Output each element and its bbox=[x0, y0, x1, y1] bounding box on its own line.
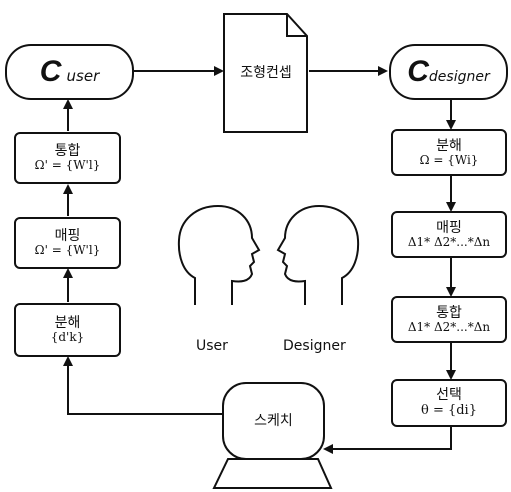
sketch-monitor: 스케치 bbox=[222, 382, 325, 460]
user-caption: User bbox=[196, 338, 228, 354]
user-step-formula: {d'k} bbox=[51, 331, 85, 345]
c-designer-subscript: designer bbox=[429, 69, 490, 85]
designer-head-profile bbox=[278, 206, 358, 305]
designer-step-title: 통합 bbox=[436, 305, 462, 321]
user-step-formula: Ω' = {W'l} bbox=[35, 244, 101, 258]
c-designer-node: Cdesigner bbox=[389, 44, 508, 100]
designer-step-mapping: 매핑 Δ1* Δ2*...*Δn bbox=[391, 211, 507, 258]
user-step-title: 분해 bbox=[55, 315, 81, 331]
c-user-node: C user bbox=[5, 44, 134, 100]
concept-label: 조형컨셉 bbox=[230, 62, 302, 82]
c-designer-letter: C bbox=[407, 55, 429, 88]
arrow-sketch-to-user-decompose bbox=[68, 358, 223, 414]
designer-step-title: 분해 bbox=[436, 138, 462, 154]
designer-step-decompose: 분해 Ω = {Wi} bbox=[391, 129, 507, 176]
designer-caption: Designer bbox=[283, 338, 346, 354]
designer-step-formula: Δ1* Δ2*...*Δn bbox=[408, 321, 490, 335]
user-step-formula: Ω' = {W'l} bbox=[35, 159, 101, 173]
designer-step-title: 선택 bbox=[436, 387, 462, 403]
designer-step-select: 선택 θ = {di} bbox=[391, 379, 507, 427]
sketch-label: 스케치 bbox=[254, 413, 293, 429]
designer-step-integrate: 통합 Δ1* Δ2*...*Δn bbox=[391, 296, 507, 343]
designer-step-formula: Ω = {Wi} bbox=[420, 154, 479, 168]
designer-step-title: 매핑 bbox=[436, 220, 462, 236]
user-step-integrate: 통합 Ω' = {W'l} bbox=[14, 132, 121, 184]
c-user-letter: C bbox=[40, 55, 62, 88]
c-user-subscript: user bbox=[67, 67, 100, 85]
user-step-decompose: 분해 {d'k} bbox=[14, 303, 121, 357]
user-step-title: 통합 bbox=[55, 143, 81, 159]
user-head-profile bbox=[179, 206, 259, 305]
user-step-title: 매핑 bbox=[55, 228, 81, 244]
arrow-select-to-sketch bbox=[325, 427, 451, 449]
designer-step-formula: Δ1* Δ2*...*Δn bbox=[408, 236, 490, 250]
sketch-monitor-stand bbox=[214, 459, 331, 488]
designer-step-formula: θ = {di} bbox=[421, 404, 477, 419]
user-step-mapping: 매핑 Ω' = {W'l} bbox=[14, 217, 121, 269]
